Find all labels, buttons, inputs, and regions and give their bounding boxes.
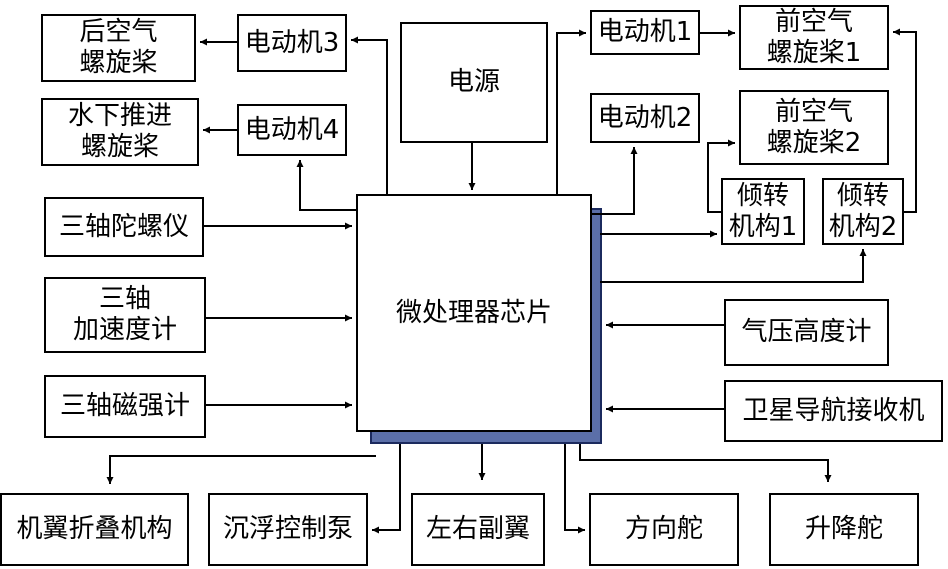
gnss-block: 卫星导航接收机 (724, 380, 943, 442)
tilt1-to-front-prop2-arrow (707, 139, 735, 213)
cpu-to-rudder-arrow (564, 444, 585, 534)
tilt1-block: 倾转 机构1 (721, 178, 805, 245)
cpu-to-wing-fold-arrow (106, 455, 376, 484)
power-block: 电源 (400, 22, 548, 143)
mag-block: 三轴磁强计 (44, 375, 206, 438)
cpu-to-motor2-arrow (592, 147, 638, 215)
cpu-to-motor3-arrow (351, 36, 388, 194)
tilt2-to-front-prop1-arrow (893, 28, 917, 213)
wing-fold-block: 机翼折叠机构 (0, 493, 189, 566)
front-prop2-block: 前空气 螺旋桨2 (739, 90, 889, 165)
accel-block: 三轴 加速度计 (44, 277, 206, 353)
elevator-block: 升降舵 (769, 493, 919, 566)
pump-block: 沉浮控制泵 (208, 493, 368, 566)
gyro-block: 三轴陀螺仪 (44, 197, 204, 257)
motor1-block: 电动机1 (590, 10, 700, 55)
cpu-to-motor4-arrow (296, 160, 356, 211)
cpu-block: 微处理器芯片 (356, 194, 592, 432)
water-prop-block: 水下推进 螺旋桨 (41, 98, 199, 166)
aileron-block: 左右副翼 (411, 493, 545, 566)
cpu-to-elevator-arrow (579, 444, 832, 482)
baro-block: 气压高度计 (724, 299, 889, 366)
rear-prop-block: 后空气 螺旋桨 (41, 14, 196, 82)
cpu-to-motor1-arrow (556, 29, 586, 194)
cpu-to-pump-arrow (372, 444, 401, 534)
motor2-block: 电动机2 (590, 93, 700, 143)
motor4-block: 电动机4 (237, 104, 347, 156)
cpu-to-tilt2-arrow (600, 249, 867, 283)
rudder-block: 方向舵 (589, 493, 739, 566)
front-prop1-block: 前空气 螺旋桨1 (739, 5, 889, 70)
motor3-block: 电动机3 (237, 14, 347, 72)
tilt2-block: 倾转 机构2 (822, 178, 904, 245)
